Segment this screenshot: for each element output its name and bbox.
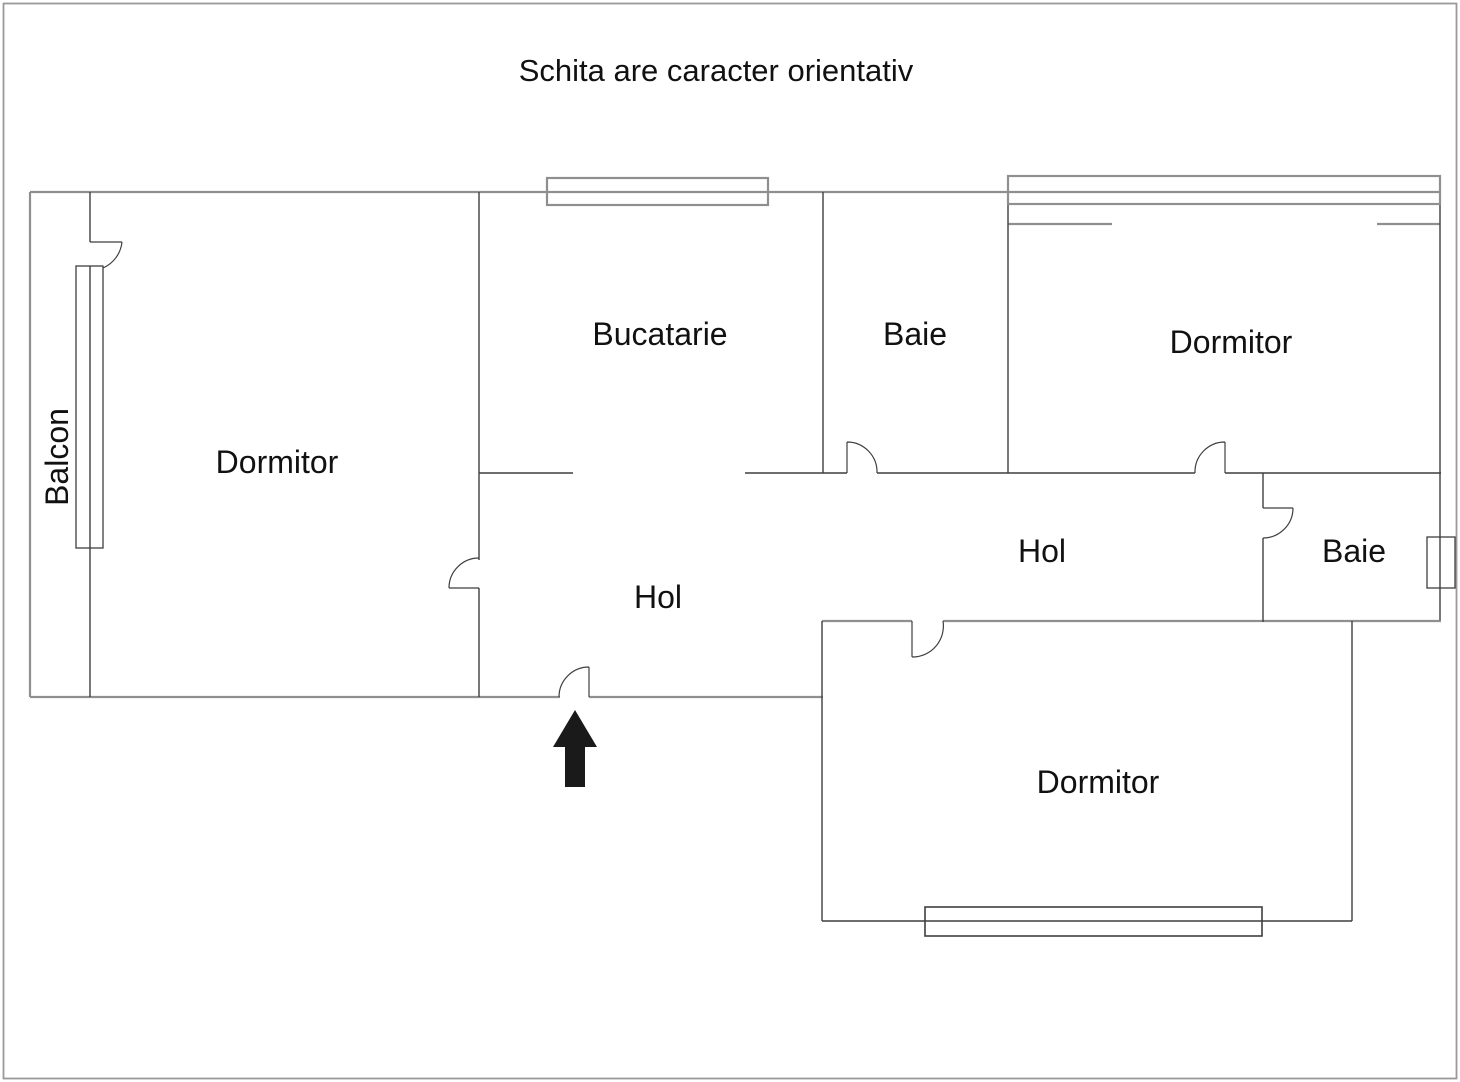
dormitor-bottom-window <box>924 906 1263 937</box>
room-label-dormitor-top-right: Dormitor <box>1170 324 1293 360</box>
balcon-door <box>90 241 123 269</box>
balcon-window <box>75 265 104 549</box>
dormitor-bottom-door <box>911 620 945 658</box>
entrance-arrow-icon <box>553 710 597 787</box>
room-label-baie-right: Baie <box>1322 533 1386 569</box>
plan-title: Schita are caracter orientativ <box>519 53 914 88</box>
room-label-dormitor-left: Dormitor <box>216 444 339 480</box>
baie-top-door <box>846 441 878 474</box>
walls-exterior <box>28 190 1441 699</box>
dormitor-top-right-window <box>1006 174 1442 206</box>
dormitor-top-right-door <box>1194 441 1226 474</box>
doors <box>90 241 1294 698</box>
windows <box>75 174 1456 937</box>
room-label-hol-center: Hol <box>634 579 682 615</box>
baie-right-window <box>1426 536 1456 589</box>
dormitor-left-door <box>448 557 480 589</box>
room-label-hol-right: Hol <box>1018 533 1066 569</box>
room-label-bucatarie: Bucatarie <box>592 316 727 352</box>
room-label-baie-top: Baie <box>883 316 947 352</box>
walls-interior <box>89 192 1441 922</box>
entrance-door <box>558 666 590 698</box>
room-labels: Balcon Dormitor Bucatarie Baie Dormitor … <box>39 316 1386 800</box>
room-label-dormitor-bottom: Dormitor <box>1037 764 1160 800</box>
baie-right-door <box>1262 507 1294 539</box>
room-label-balcon: Balcon <box>39 408 75 506</box>
kitchen-window <box>545 176 770 207</box>
